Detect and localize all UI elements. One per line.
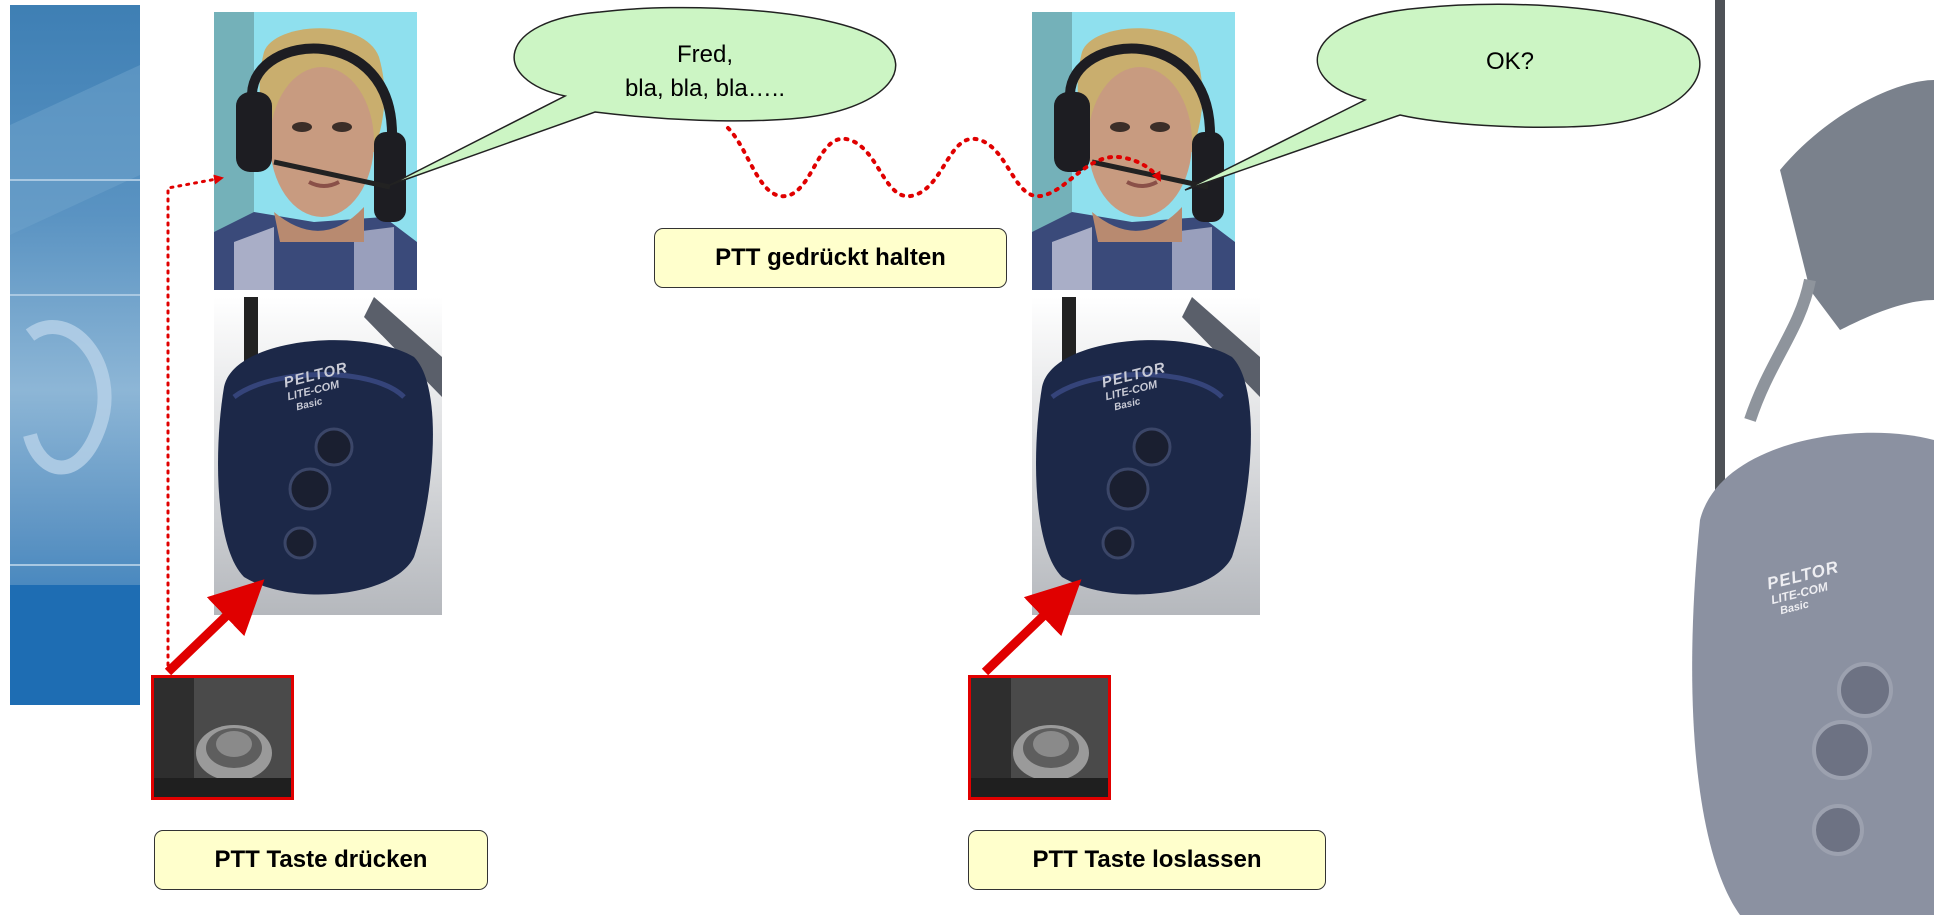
ptt-button-closeup-left [151,675,294,800]
label-ptt-press: PTT Taste drücken [154,830,488,890]
speech-bubble-left-text: Fred, bla, bla, bla….. [560,38,850,106]
radio-signal-wave [726,126,1162,199]
man-talking-photo-left [214,12,417,290]
headset-photo-right [1032,297,1260,615]
speech-line-2: bla, bla, bla….. [624,75,786,102]
arrow-button-to-headset-left [164,579,265,676]
label-ptt-hold: PTT gedrückt halten [654,228,1007,288]
ptt-button-closeup-right [968,675,1111,800]
speech-line-1: Fred, [676,41,733,68]
background-blue-strip [10,5,140,705]
speech-bubble-right [1184,3,1701,191]
arrow-button-to-headset-right [981,579,1082,676]
speech-bubble-right-text: OK? [1485,48,1535,75]
speech-bubble-left [389,6,897,186]
man-talking-photo-right [1032,12,1235,290]
headset-photo-left [214,297,442,615]
headset-side-view-faded [1660,0,1934,915]
label-ptt-release: PTT Taste loslassen [968,830,1326,890]
dotted-link-left [166,174,224,667]
